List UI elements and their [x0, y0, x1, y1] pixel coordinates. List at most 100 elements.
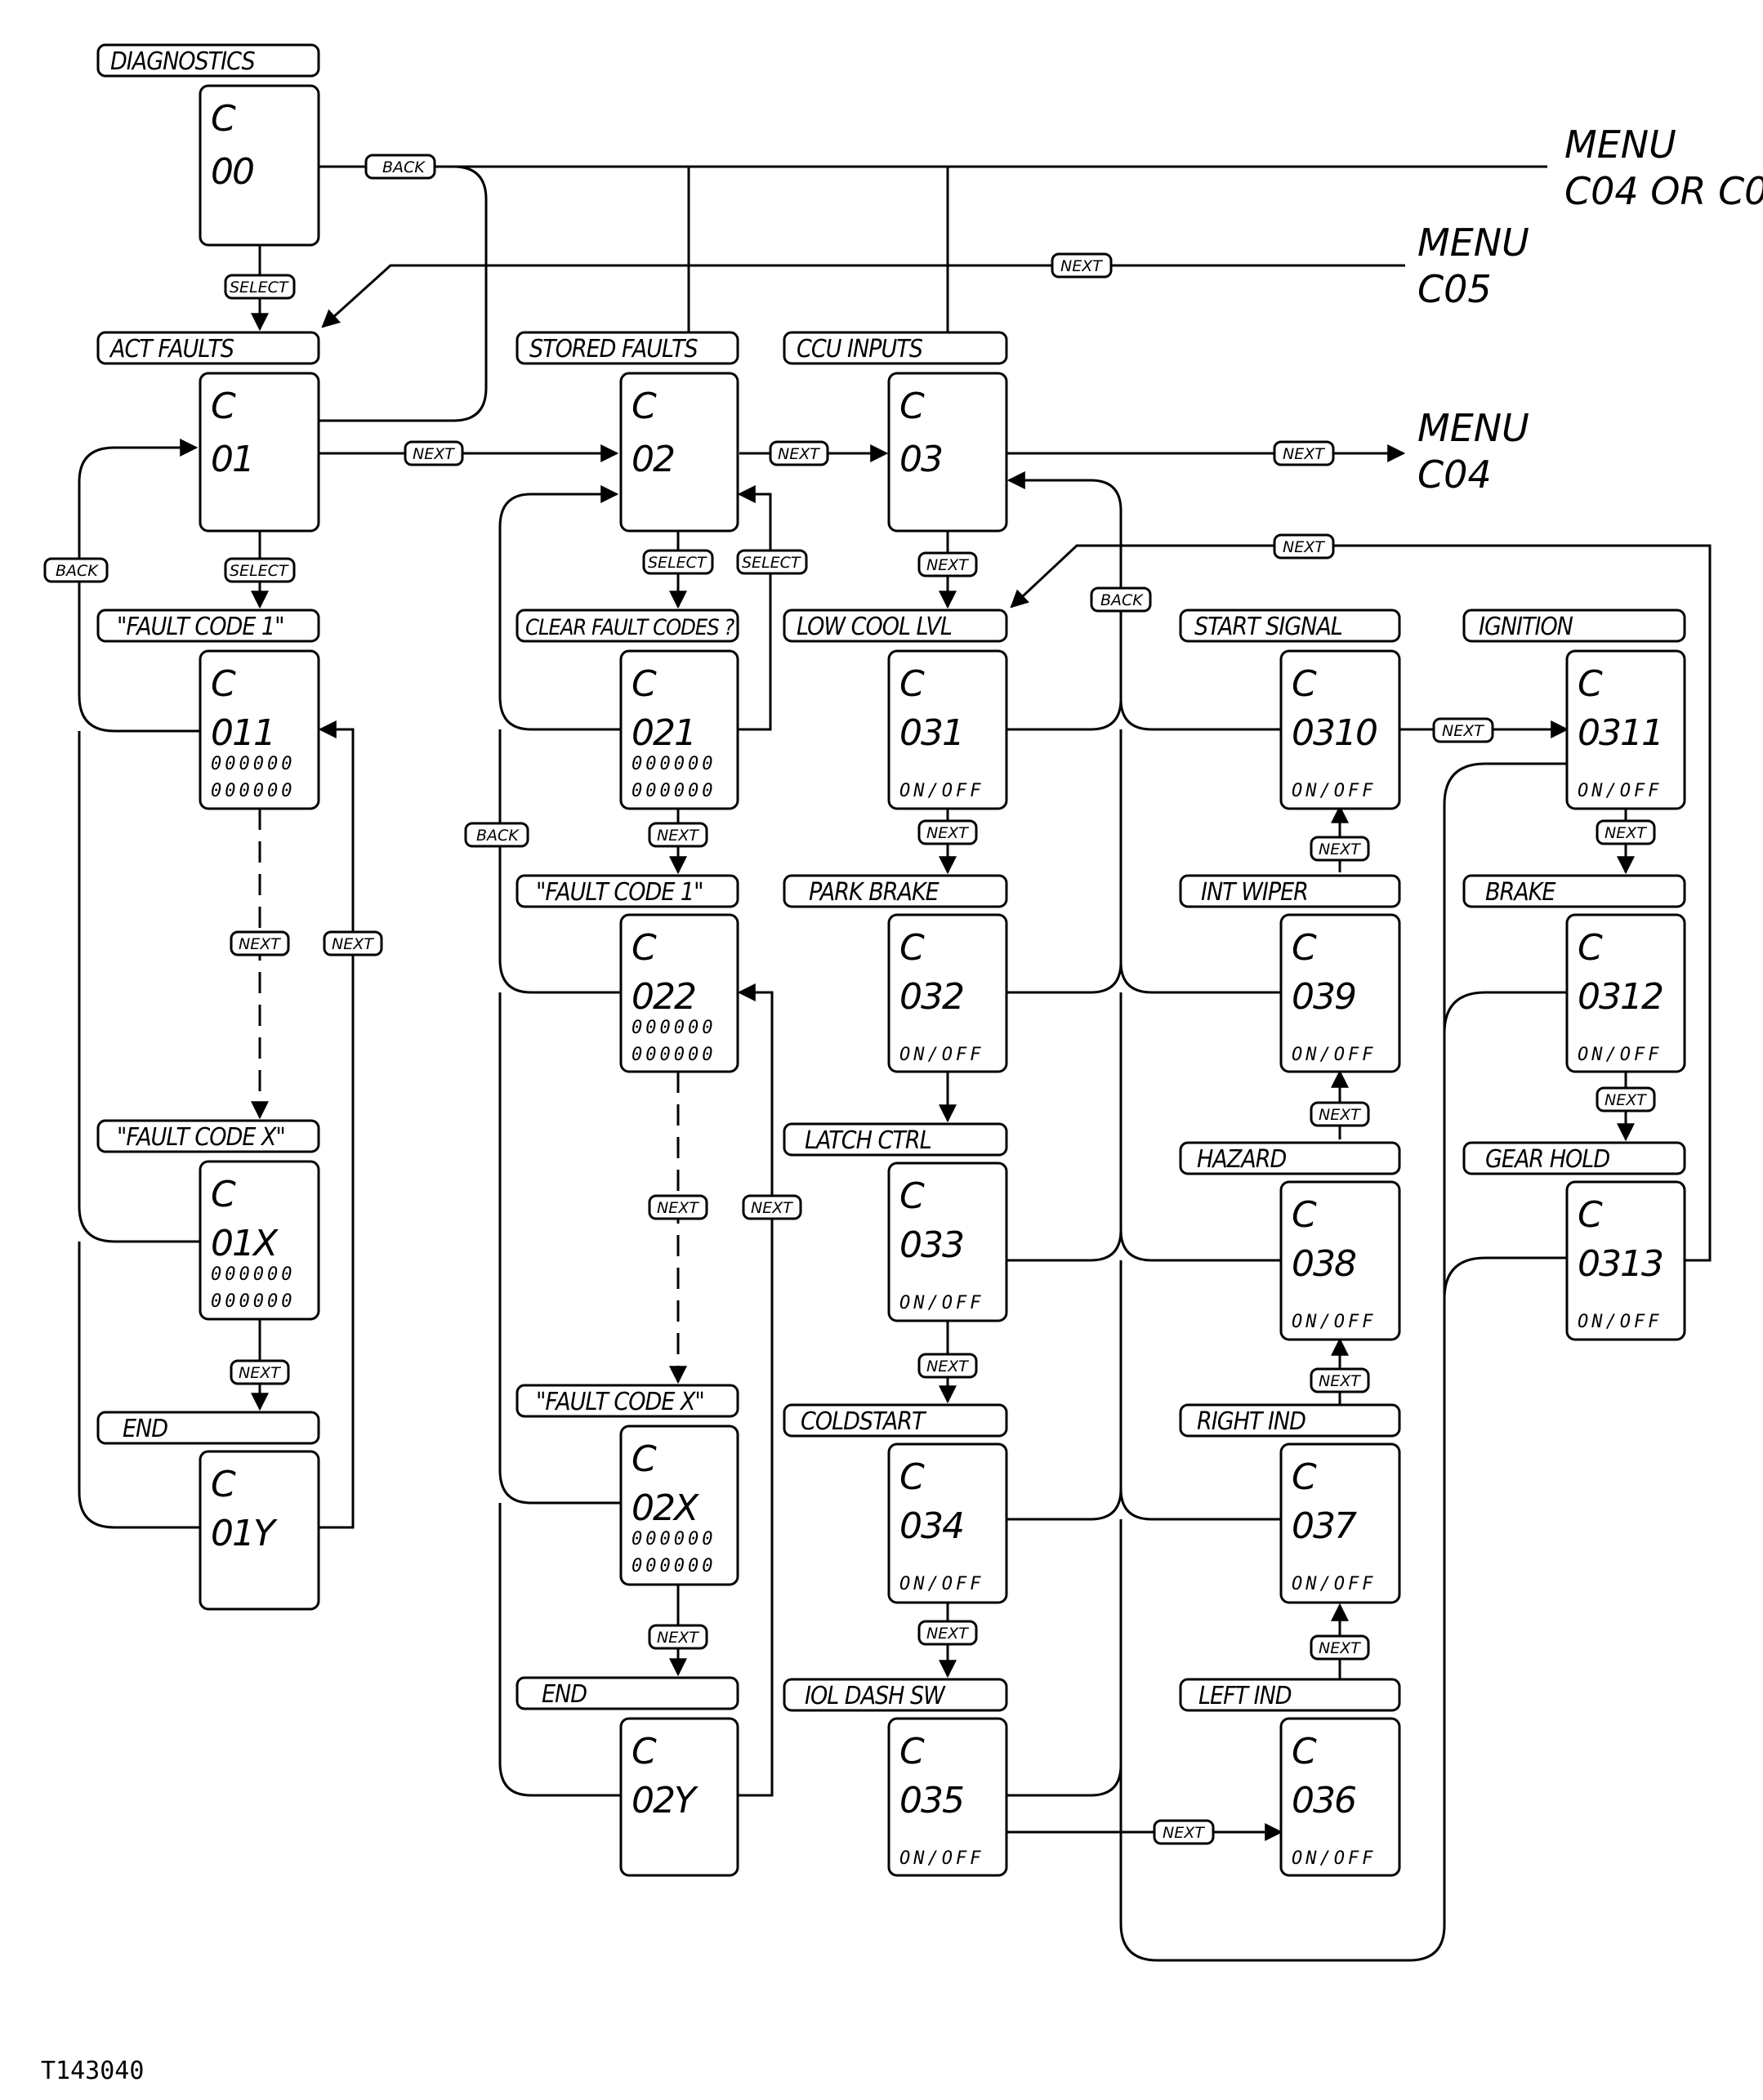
svg-text:RIGHT IND: RIGHT IND [1197, 1407, 1306, 1436]
svg-text:STORED FAULTS: STORED FAULTS [529, 335, 698, 363]
next-button-c039: NEXT [1310, 836, 1370, 862]
svg-text:"FAULT CODE 1": "FAULT CODE 1" [117, 613, 284, 641]
next-button-c036: NEXT [1310, 1634, 1370, 1661]
svg-text:INT WIPER: INT WIPER [1201, 878, 1308, 907]
svg-text:ACT FAULTS: ACT FAULTS [109, 335, 234, 363]
svg-text:ON/OFF: ON/OFF [899, 1045, 984, 1065]
next-button-c034: NEXT [917, 1620, 978, 1646]
svg-text:C: C [899, 386, 925, 427]
svg-text:NEXT: NEXT [1283, 445, 1325, 463]
svg-text:NEXT: NEXT [239, 935, 281, 953]
label-park-brake: PARK BRAKE [783, 874, 1008, 908]
svg-text:02X: 02X [632, 1487, 699, 1529]
menu-labels: MENU C04 OR C05 MENU C05 MENU C04 [1417, 123, 1763, 497]
svg-text:011: 011 [211, 712, 274, 754]
label-ignition: IGNITION [1462, 609, 1686, 643]
svg-text:C: C [211, 98, 236, 140]
next-button-c03: NEXT [1273, 440, 1335, 466]
next-button-c035: NEXT [1153, 1819, 1215, 1845]
label-int-wiper: INT WIPER [1179, 874, 1401, 908]
svg-text:NEXT: NEXT [926, 556, 969, 574]
next-button-c0311: NEXT [1596, 819, 1656, 845]
svg-text:033: 033 [899, 1224, 963, 1266]
svg-text:NEXT: NEXT [1319, 1106, 1361, 1124]
svg-text:ON/OFF: ON/OFF [899, 1848, 984, 1869]
label-ccu-inputs: CCU INPUTS [783, 331, 1008, 365]
menu-c04-line2: C04 [1417, 453, 1492, 497]
svg-text:HAZARD: HAZARD [1197, 1145, 1286, 1174]
svg-text:DIAGNOSTICS: DIAGNOSTICS [110, 47, 256, 76]
next-button-c033: NEXT [917, 1353, 978, 1379]
next-button-02x: NEXT [648, 1624, 708, 1650]
svg-text:ON/OFF: ON/OFF [1292, 1045, 1376, 1065]
next-button-01x: NEXT [230, 1359, 290, 1385]
svg-text:000000: 000000 [632, 781, 716, 801]
svg-text:NEXT: NEXT [239, 1364, 281, 1382]
svg-text:IOL DASH SW: IOL DASH SW [805, 1682, 946, 1710]
svg-text:ON/OFF: ON/OFF [899, 1574, 984, 1594]
svg-text:000000: 000000 [632, 1529, 716, 1549]
svg-text:032: 032 [899, 976, 963, 1018]
svg-text:NEXT: NEXT [1605, 1091, 1647, 1109]
svg-text:NEXT: NEXT [926, 1358, 969, 1375]
svg-text:C: C [899, 1456, 925, 1498]
next-button-menu-c05: NEXT [1051, 252, 1113, 279]
back-button-mid: BACK [464, 822, 529, 848]
button-pills: BACK SELECT NEXT NEXT NEXT NEXT BACK SEL… [43, 154, 1656, 1845]
svg-text:NEXT: NEXT [332, 935, 374, 953]
svg-text:BACK: BACK [382, 158, 426, 176]
svg-text:000000: 000000 [632, 754, 716, 774]
svg-text:NEXT: NEXT [1163, 1824, 1205, 1842]
label-end-b: END [516, 1676, 739, 1710]
svg-text:NEXT: NEXT [1605, 824, 1647, 842]
svg-text:NEXT: NEXT [1319, 840, 1361, 858]
svg-text:02: 02 [632, 439, 674, 480]
svg-text:IGNITION: IGNITION [1479, 613, 1573, 641]
label-hazard: HAZARD [1179, 1141, 1401, 1175]
svg-text:039: 039 [1292, 976, 1355, 1018]
svg-text:C: C [632, 663, 657, 705]
svg-text:C: C [632, 927, 657, 969]
svg-text:0311: 0311 [1578, 712, 1663, 754]
svg-text:NEXT: NEXT [657, 1629, 699, 1647]
svg-text:034: 034 [899, 1505, 963, 1547]
label-fault-code-1-b: "FAULT CODE 1" [516, 874, 739, 908]
svg-text:END: END [123, 1415, 167, 1443]
label-coldstart: COLDSTART [783, 1403, 1008, 1438]
svg-text:C: C [899, 927, 925, 969]
svg-text:038: 038 [1292, 1243, 1356, 1285]
next-button-011-dashed: NEXT [230, 930, 290, 956]
figure-reference: T143040 [41, 2057, 144, 2085]
svg-text:ON/OFF: ON/OFF [899, 1293, 984, 1313]
label-bars: DIAGNOSTICS ACT FAULTS STORED FAULTS CCU… [96, 43, 1686, 1712]
next-button-c02: NEXT [769, 440, 829, 466]
svg-text:CCU INPUTS: CCU INPUTS [797, 335, 923, 363]
svg-text:000000: 000000 [211, 781, 295, 801]
menu-c04-or-c05-line2: C04 OR C05 [1564, 169, 1763, 213]
svg-text:C: C [1292, 663, 1317, 705]
svg-text:C: C [1292, 1194, 1317, 1236]
svg-text:"FAULT CODE X": "FAULT CODE X" [536, 1388, 704, 1416]
svg-text:BACK: BACK [56, 562, 99, 580]
svg-text:SELECT: SELECT [230, 279, 289, 296]
svg-text:C: C [1292, 1731, 1317, 1772]
svg-text:0310: 0310 [1292, 712, 1377, 754]
svg-text:01Y: 01Y [211, 1513, 278, 1554]
svg-text:036: 036 [1292, 1780, 1356, 1821]
svg-text:02Y: 02Y [632, 1780, 699, 1821]
svg-text:LATCH CTRL: LATCH CTRL [805, 1126, 931, 1155]
